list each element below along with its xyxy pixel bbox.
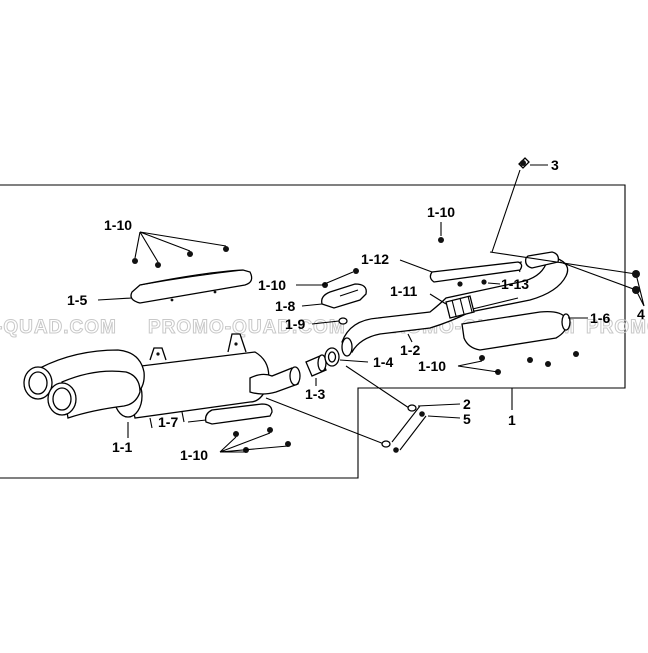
label-1-7: 1-7 bbox=[158, 414, 178, 430]
watermark-right: PROMO bbox=[586, 317, 648, 338]
mount-bolt bbox=[393, 411, 425, 453]
gasket-ring bbox=[324, 347, 340, 367]
label-2: 2 bbox=[463, 396, 471, 412]
label-1-9: 1-9 bbox=[285, 316, 305, 332]
bracket-screw-a bbox=[438, 237, 444, 243]
leader-3 bbox=[491, 164, 548, 253]
watermark-left: -QUAD.COM bbox=[0, 317, 117, 338]
clamp-bracket bbox=[321, 283, 367, 309]
label-1-4: 1-4 bbox=[373, 354, 393, 370]
label-1-5: 1-5 bbox=[67, 292, 87, 308]
label-3: 3 bbox=[551, 157, 559, 173]
heat-shield-lower-screws bbox=[233, 427, 291, 453]
leader-1-11 bbox=[429, 293, 447, 305]
heat-shield-lower bbox=[204, 403, 273, 425]
label-1-10-d: 1-10 bbox=[427, 204, 455, 220]
label-1-10-c: 1-10 bbox=[180, 447, 208, 463]
label-1-13: 1-13 bbox=[501, 276, 529, 292]
clamp-screw-b bbox=[353, 268, 359, 274]
assembly-frame bbox=[0, 184, 626, 479]
leader-1-7 bbox=[187, 419, 207, 423]
washer bbox=[381, 404, 417, 448]
label-1-6: 1-6 bbox=[590, 310, 610, 326]
label-1-10-b: 1-10 bbox=[258, 277, 286, 293]
label-5: 5 bbox=[463, 411, 471, 427]
label-1: 1 bbox=[508, 412, 516, 428]
leader-2 bbox=[391, 403, 461, 443]
leader-5 bbox=[399, 415, 461, 451]
heat-shield-upper-screws bbox=[132, 246, 229, 268]
leader-1-4 bbox=[339, 359, 369, 363]
label-1-3: 1-3 bbox=[305, 386, 325, 402]
clamp-nut bbox=[338, 317, 348, 325]
label-1-10-a: 1-10 bbox=[104, 217, 132, 233]
leader-1-13 bbox=[487, 282, 501, 285]
bracket-screw-c bbox=[481, 279, 487, 285]
label-1-8: 1-8 bbox=[275, 298, 295, 314]
leader-1-9 bbox=[311, 320, 340, 325]
leader-1-10-b bbox=[296, 271, 354, 286]
muffler bbox=[23, 333, 301, 429]
label-4: 4 bbox=[637, 306, 645, 322]
heat-shield-upper bbox=[130, 269, 253, 304]
bracket-screw-b bbox=[457, 281, 463, 287]
label-1-2: 1-2 bbox=[400, 342, 420, 358]
pipe-bracket bbox=[429, 261, 523, 283]
label-1-1: 1-1 bbox=[112, 439, 132, 455]
leader-1-12 bbox=[399, 259, 433, 273]
end-cap bbox=[518, 157, 530, 169]
leader-4 bbox=[489, 251, 645, 307]
leader-1-8 bbox=[301, 303, 323, 307]
label-1-10-e: 1-10 bbox=[418, 358, 446, 374]
label-1-11: 1-11 bbox=[390, 283, 417, 299]
flange-nut-b bbox=[632, 286, 640, 294]
flange-nut-a bbox=[632, 270, 640, 278]
leader-1-10-c bbox=[219, 432, 289, 453]
leader-1-10-a bbox=[134, 231, 227, 263]
leader-1-5 bbox=[97, 297, 133, 301]
leader-1-2 bbox=[407, 333, 413, 343]
watermark-center-left: PROMO-QUAD.COM bbox=[148, 317, 346, 338]
label-1-12: 1-12 bbox=[361, 251, 389, 267]
leader-1-10-e bbox=[457, 360, 499, 373]
spring-clamp bbox=[445, 295, 475, 319]
leader-2-5-axis bbox=[265, 365, 413, 445]
pipe-coupler bbox=[305, 354, 327, 377]
